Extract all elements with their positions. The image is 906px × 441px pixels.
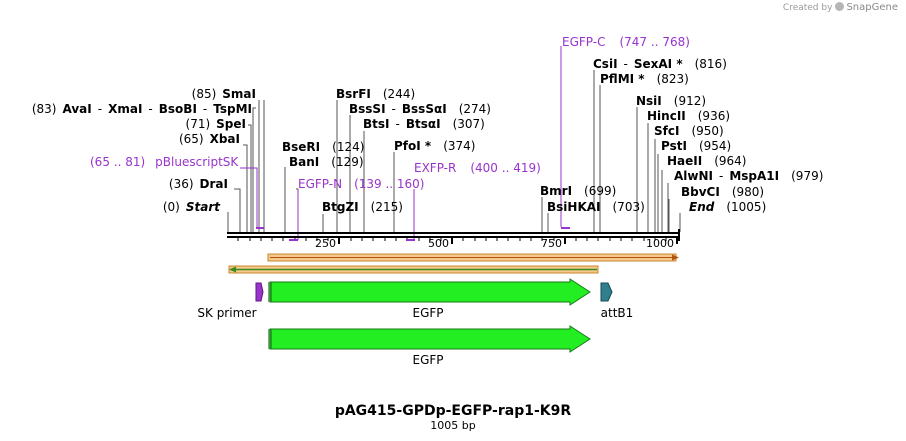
site-smai: (85)SmaI bbox=[192, 87, 256, 101]
site-spei: (71)SpeI bbox=[186, 117, 246, 131]
primer-leader-lines bbox=[240, 46, 562, 240]
site-bsssi: BssSI-BssSαI(274) bbox=[349, 102, 491, 116]
restriction-site-labels: (0)Start (36)DraI (65)XbaI (71)SpeI (83)… bbox=[32, 57, 824, 214]
primer-pbluescriptsk: (65 .. 81)pBluescriptSK bbox=[90, 155, 239, 169]
primer-egfp-n: EGFP-N(139 .. 160) bbox=[298, 177, 425, 191]
credit-brand: SnapGene bbox=[846, 2, 898, 13]
site-leader-lines bbox=[227, 70, 681, 232]
feature-sk-primer-label: SK primer bbox=[197, 306, 256, 320]
scale-750: 750 bbox=[541, 237, 562, 250]
site-start: (0)Start bbox=[163, 200, 221, 214]
credit-prefix: Created by bbox=[782, 3, 833, 13]
site-pflmi: PflMI *(823) bbox=[600, 72, 689, 86]
primer-binding-marks bbox=[256, 227, 570, 241]
site-bsrfi: BsrFI(244) bbox=[336, 87, 415, 101]
site-hincii: HincII(936) bbox=[647, 109, 730, 123]
site-btgzi: BtgZI(215) bbox=[322, 200, 403, 214]
plasmid-length: 1005 bp bbox=[430, 419, 475, 432]
primer-egfp-c: EGFP-C(747 .. 768) bbox=[562, 35, 690, 49]
feature-egfp-2-label: EGFP bbox=[412, 353, 443, 367]
site-bmri: BmrI(699) bbox=[540, 184, 616, 198]
site-pfoi: PfoI *(374) bbox=[394, 139, 475, 153]
plasmid-title: pAG415-GPDp-EGFP-rap1-K9R bbox=[335, 403, 572, 419]
site-end: End(1005) bbox=[689, 200, 766, 214]
feature-egfp-1-label: EGFP bbox=[412, 306, 443, 320]
scale-500: 500 bbox=[428, 237, 449, 250]
backbone bbox=[227, 229, 680, 244]
site-bsihkai: BsiHKAI(703) bbox=[547, 200, 645, 214]
primer-exfp-r: EXFP-R(400 .. 419) bbox=[414, 161, 541, 175]
feature-sk-primer: SK primer bbox=[197, 282, 264, 320]
feature-attb1-label: attB1 bbox=[601, 306, 634, 320]
feature-attb1: attB1 bbox=[600, 282, 634, 320]
site-bani: BanI(129) bbox=[289, 155, 364, 169]
scale-250: 250 bbox=[315, 237, 336, 250]
scale-labels: 250 500 750 1000 bbox=[315, 237, 674, 250]
site-nsii: NsiI(912) bbox=[636, 94, 706, 108]
snapgene-credit: Created by SnapGene bbox=[783, 2, 898, 13]
scale-1000: 1000 bbox=[646, 237, 674, 250]
site-psti: PstI(954) bbox=[661, 139, 731, 153]
feature-egfp-2: EGFP bbox=[268, 325, 591, 367]
site-avai-group: (83)AvaI-XmaI-BsoBI-TspMI bbox=[32, 102, 252, 116]
site-haeii: HaeII(964) bbox=[667, 154, 747, 168]
site-bbvci: BbvCI(980) bbox=[681, 185, 764, 199]
site-csii: CsiI-SexAI *(816) bbox=[593, 57, 727, 71]
site-alwni: AlwNI-MspA1I(979) bbox=[674, 169, 823, 183]
primer-labels: (65 .. 81)pBluescriptSK EGFP-N(139 .. 16… bbox=[90, 35, 690, 191]
snapgene-logo-icon bbox=[835, 2, 845, 11]
site-drai: (36)DraI bbox=[169, 177, 228, 191]
feature-egfp-1: EGFP bbox=[268, 278, 591, 320]
orf-reverse bbox=[228, 265, 599, 274]
site-xbai: (65)XbaI bbox=[179, 132, 240, 146]
site-bseri: BseRI(124) bbox=[282, 140, 364, 154]
site-sfci: SfcI(950) bbox=[654, 124, 724, 138]
orf-forward bbox=[267, 253, 679, 262]
site-btsi: BtsI-BtsαI(307) bbox=[363, 117, 485, 131]
